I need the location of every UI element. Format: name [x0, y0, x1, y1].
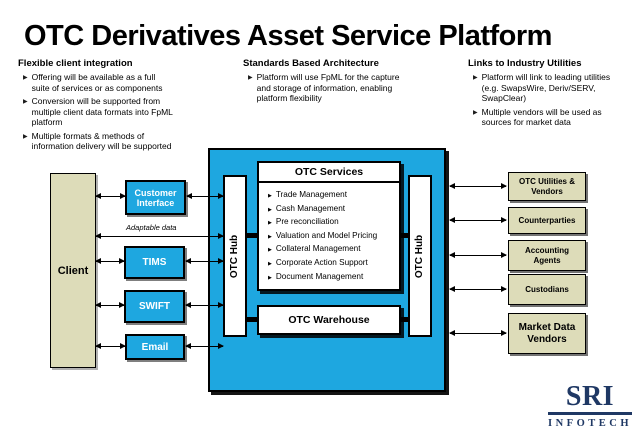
arrow-bullet-icon: ▶	[473, 109, 478, 116]
otc-hub-left: OTC Hub	[223, 175, 247, 337]
bullet-text: Platform will link to leading utilities …	[481, 72, 611, 103]
otc-warehouse-box: OTC Warehouse	[257, 305, 401, 335]
arrow-bullet-icon: ▶	[473, 75, 478, 81]
arrow-platform-market-data	[449, 330, 507, 336]
counterparties-box: Counterparties	[508, 207, 586, 234]
column-standards-based-architecture: Standards Based Architecture ▶ Platform …	[243, 58, 453, 107]
otc-services-box: OTC Services ▶Trade Management ▶Cash Man…	[257, 161, 401, 291]
arrow-platform-counterparties	[449, 217, 507, 223]
otc-hub-label: OTC Hub	[414, 234, 426, 278]
email-box: Email	[125, 334, 185, 360]
otc-services-list: ▶Trade Management ▶Cash Management ▶Pre …	[259, 183, 399, 284]
page-title: OTC Derivatives Asset Service Platform	[24, 20, 552, 52]
logo-infotech-text: INFOTECH	[548, 417, 633, 429]
logo-divider	[548, 412, 632, 415]
arrow-bullet-icon: ▶	[268, 193, 272, 199]
connector-hub-services-left	[247, 233, 258, 238]
arrow-client-email	[95, 343, 126, 349]
otc-services-title: OTC Services	[259, 163, 399, 183]
service-item: ▶Pre reconciliation	[268, 216, 395, 230]
custodians-box: Custodians	[508, 274, 586, 305]
service-label: Pre reconciliation	[275, 217, 339, 227]
market-data-vendors-box: Market Data Vendors	[508, 313, 586, 354]
column-heading: Standards Based Architecture	[243, 58, 379, 69]
arrow-platform-custodians	[449, 286, 507, 292]
bullet-text: Offering will be available as a full sui…	[31, 72, 163, 93]
column-heading: Flexible client integration	[18, 58, 133, 69]
connector-hub-warehouse-left	[247, 317, 258, 322]
otc-hub-label: OTC Hub	[229, 234, 241, 278]
sri-infotech-logo: SRI INFOTECH	[548, 383, 632, 429]
arrow-adaptable-data	[95, 233, 224, 239]
service-item: ▶Trade Management	[268, 189, 395, 203]
arrow-client-tims	[95, 258, 125, 264]
swift-box: SWIFT	[124, 290, 185, 323]
bullet-item: ▶ Platform will use FpML for the capture…	[248, 72, 453, 104]
connector-hub-services-right	[400, 233, 409, 238]
bullet-text: Multiple vendors will be used as sources…	[481, 106, 602, 128]
otc-utilities-vendors-box: OTC Utilities & Vendors	[508, 172, 586, 201]
otc-hub-right: OTC Hub	[408, 175, 432, 337]
bullet-item: ▶ Platform will link to leading utilitie…	[473, 72, 633, 104]
arrow-swift-hub	[185, 302, 224, 308]
bullet-text: Platform will use FpML for the capture a…	[256, 72, 400, 103]
service-item: ▶Document Management	[268, 271, 395, 285]
service-item: ▶Valuation and Model Pricing	[268, 230, 395, 244]
arrow-tims-hub	[185, 258, 224, 264]
service-label: Corporate Action Support	[275, 257, 368, 267]
service-item: ▶Collateral Management	[268, 243, 395, 257]
column-flexible-client-integration: Flexible client integration ▶ Offering w…	[18, 58, 228, 155]
bullet-text: Conversion will be supported from multip…	[31, 96, 173, 127]
arrow-bullet-icon: ▶	[23, 133, 28, 140]
bullet-item: ▶ Multiple formats & methods of informat…	[23, 131, 228, 152]
service-label: Collateral Management	[275, 244, 361, 254]
service-label: Trade Management	[275, 190, 348, 199]
service-item: ▶Corporate Action Support	[268, 257, 395, 271]
arrow-bullet-icon: ▶	[23, 99, 28, 105]
arrow-client-swift	[95, 302, 125, 308]
client-box: Client	[50, 173, 96, 368]
bullet-item: ▶ Offering will be available as a full s…	[23, 72, 228, 93]
bullet-item: ▶ Multiple vendors will be used as sourc…	[473, 107, 633, 128]
arrow-bullet-icon: ▶	[268, 220, 272, 227]
bullet-item: ▶ Conversion will be supported from mult…	[23, 96, 228, 128]
column-links-to-industry-utilities: Links to Industry Utilities ▶ Platform w…	[468, 58, 633, 131]
arrow-bullet-icon: ▶	[268, 260, 272, 267]
logo-sri-text: SRI	[565, 381, 615, 412]
tims-box: TIMS	[124, 246, 185, 279]
arrow-bullet-icon: ▶	[248, 75, 253, 81]
accounting-agents-box: Accounting Agents	[508, 240, 586, 271]
service-item: ▶Cash Management	[268, 203, 395, 217]
arrow-customer-interface-hub	[186, 193, 224, 199]
arrow-bullet-icon: ▶	[268, 274, 272, 281]
bullet-text: Multiple formats & methods of informatio…	[31, 130, 172, 152]
service-label: Document Management	[275, 271, 364, 281]
arrow-bullet-icon: ▶	[268, 247, 272, 254]
customer-interface-box: Customer Interface	[125, 180, 186, 215]
arrow-platform-otc-utilities	[449, 183, 507, 189]
arrow-email-hub	[185, 343, 224, 349]
arrow-bullet-icon: ▶	[268, 233, 272, 240]
arrow-client-customer-interface	[95, 193, 126, 199]
connector-hub-warehouse-right	[400, 317, 409, 322]
arrow-bullet-icon: ▶	[23, 75, 28, 81]
arrow-bullet-icon: ▶	[268, 206, 272, 213]
service-label: Valuation and Model Pricing	[275, 230, 378, 240]
column-heading: Links to Industry Utilities	[468, 58, 582, 69]
service-label: Cash Management	[275, 203, 346, 213]
arrow-platform-accounting-agents	[449, 252, 507, 258]
adaptable-data-label: Adaptable data	[126, 223, 177, 232]
